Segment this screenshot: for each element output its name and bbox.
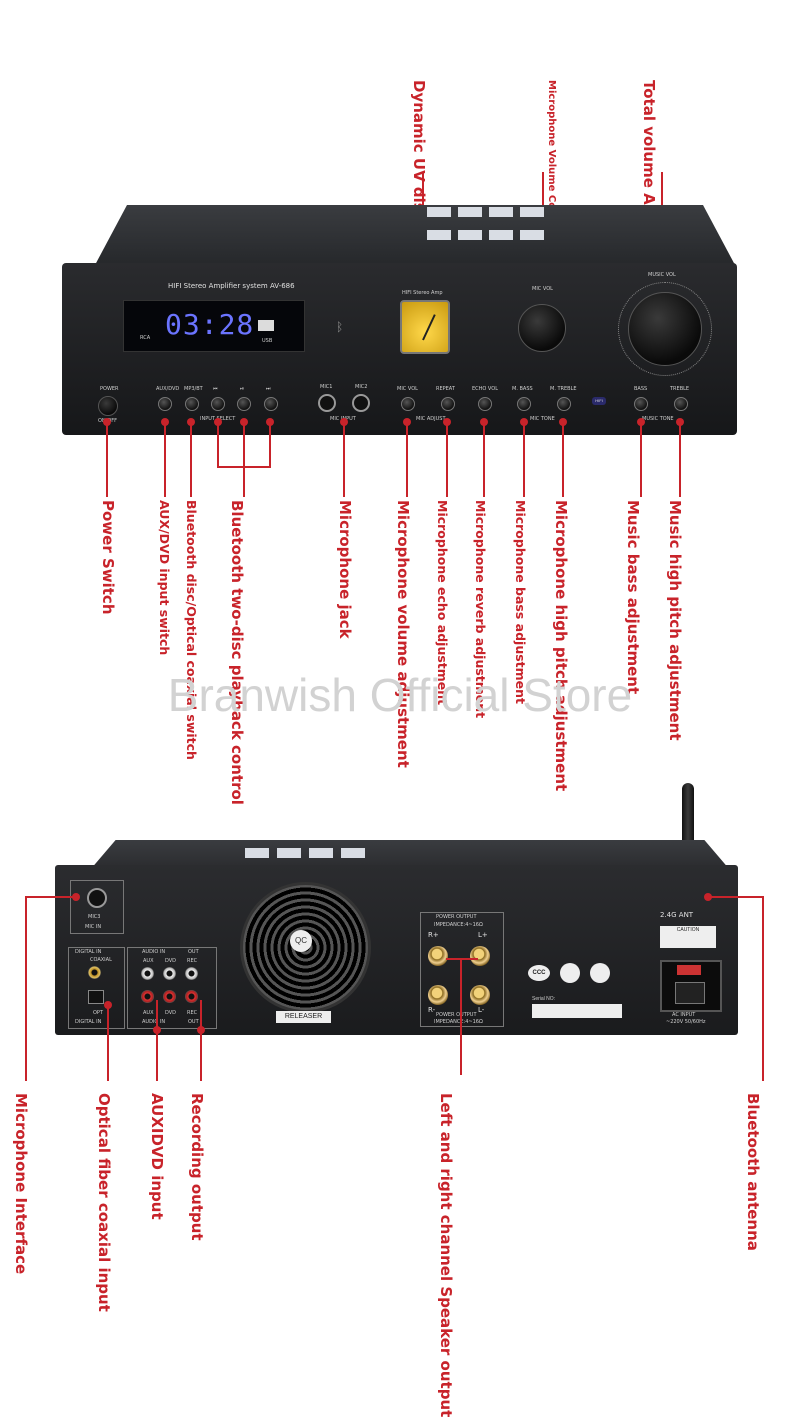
speaker-l-minus[interactable] [470,985,490,1005]
music-treble-knob[interactable] [674,397,688,411]
serial-sticker [532,1004,622,1018]
repeat-knob[interactable] [441,397,455,411]
label-mic-interface: Microphone Interface [12,1093,30,1275]
label-music-high-pitch-adj: Music high pitch adjustment [666,500,684,741]
mic2-jack[interactable] [352,394,370,412]
optical-input[interactable] [88,990,104,1004]
label-mic-reverb-adj: Microphone reverb adjustment [473,500,488,719]
model-name: HIFI Stereo Amplifier system AV-686 [168,282,295,290]
cert-icon-2 [590,963,610,983]
play-pause-button[interactable] [237,397,251,411]
releaser-label: RELEASER [276,1011,331,1023]
label-music-bass-adj: Music bass adjustment [624,500,642,695]
watermark: Branwish Official Store [167,669,633,721]
label-power-switch: Power Switch [99,500,117,615]
label-mic-bass-adj: Microphone bass adjustment [513,500,528,705]
mic-volume-knob[interactable] [518,304,566,352]
mic-bass-knob[interactable] [517,397,531,411]
dvd-r-input[interactable] [163,990,176,1003]
ccc-logo: CCC [528,965,550,981]
aux-dvd-button[interactable] [158,397,172,411]
cert-icon-1 [560,963,580,983]
label-aux-dvd-input: AUXIDVD input [148,1093,166,1220]
prev-button[interactable] [211,397,225,411]
aux-r-input[interactable] [141,990,154,1003]
front-panel-top [95,205,735,265]
fuse-holder[interactable] [677,965,701,975]
label-bt-antenna: Bluetooth antenna [744,1093,762,1251]
music-volume-knob[interactable] [628,292,702,366]
label-mic-jack: Microphone jack [336,500,354,639]
label-recording-output: Recording output [188,1093,206,1241]
hifi-badge: HIFI [592,397,606,405]
label-total-volume: Total volume Adjust [640,80,658,248]
mic-vol-knob-small[interactable] [401,397,415,411]
mic1-jack[interactable] [318,394,336,412]
label-bt-playback: Bluetooth two-disc playback control [228,500,246,805]
rec-r-output[interactable] [185,990,198,1003]
label-optical-coaxial: Optical fiber coaxial input [95,1093,113,1312]
label-uv-display: Dynamic UV display [410,80,428,248]
label-bt-optical-switch: Bluetooth disc/Optical coaxial switch [184,500,199,760]
mic3-jack[interactable] [87,888,107,908]
rear-panel [55,865,738,1035]
coaxial-input[interactable] [88,966,101,979]
aux-l-input[interactable] [141,967,154,980]
usb-port[interactable] [258,320,274,331]
label-mic-high-pitch-adj: Microphone high pitch adjustment [552,500,570,792]
label-speaker-output: Left and right channel Speaker output [437,1093,455,1417]
label-mic-volume-control: Microphone Volume Control [546,80,557,237]
next-button[interactable] [264,397,278,411]
speaker-r-plus[interactable] [428,946,448,966]
caution-label: CAUTION [660,926,716,948]
mic-treble-knob[interactable] [557,397,571,411]
display-time: 03:28 [165,308,255,341]
speaker-l-plus[interactable] [470,946,490,966]
rec-l-output[interactable] [185,967,198,980]
qc-sticker: QC [290,930,312,952]
mp3-bt-button[interactable] [185,397,199,411]
vfd-display [123,300,305,352]
vu-meter [400,300,450,354]
music-bass-knob[interactable] [634,397,648,411]
label-mic-volume-adj: Microphone volume adjustment [394,500,412,768]
dvd-l-input[interactable] [163,967,176,980]
label-aux-dvd-switch: AUX/DVD input switch [157,500,172,656]
speaker-r-minus[interactable] [428,985,448,1005]
bluetooth-icon: ᛒ [336,320,344,334]
echo-vol-knob[interactable] [478,397,492,411]
power-button[interactable] [98,396,118,416]
label-mic-echo-adj: Microphone echo adjustment [435,500,450,706]
